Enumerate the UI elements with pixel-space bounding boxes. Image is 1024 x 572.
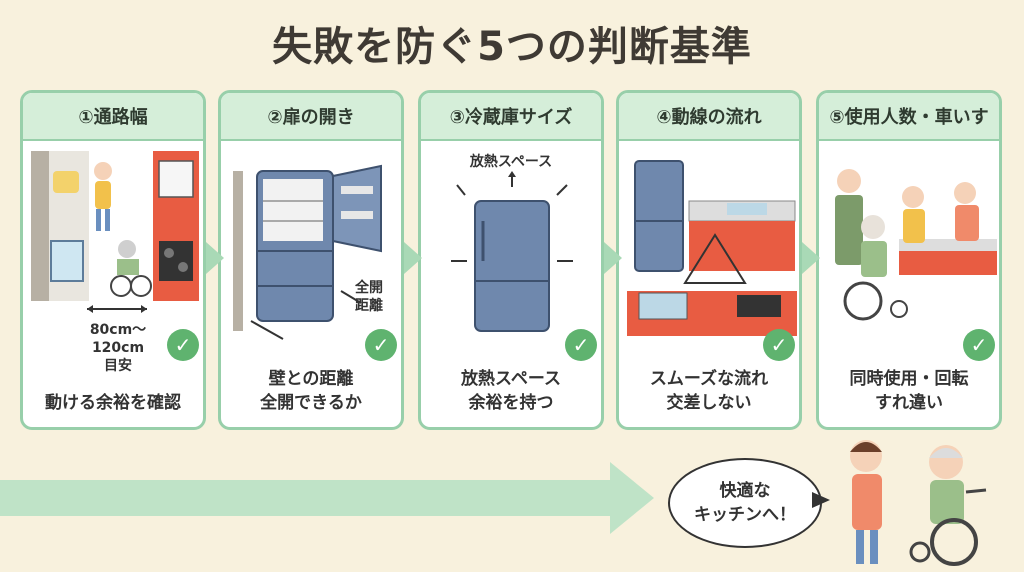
caption-line-2: 全開できるか — [260, 393, 362, 413]
card-door-opening: ②扉の開き 全開 距離 ✓ 壁との距離 全開できるか — [218, 90, 404, 430]
speech-bubble-tail — [812, 492, 830, 508]
connector-arrow-2 — [404, 242, 422, 274]
caption-line-2: 交差しない — [666, 393, 752, 413]
caption-line-1: 壁との距離 — [268, 369, 354, 389]
caregiver-and-wheelchair-user-illustration — [850, 440, 987, 566]
card-heading: ④動線の流れ — [619, 93, 799, 141]
bubble-line-2: キッチンへ！ — [694, 505, 796, 525]
kitchen-flow-illustration — [627, 160, 797, 336]
check-icon: ✓ — [167, 329, 199, 361]
check-icon: ✓ — [963, 329, 995, 361]
width-label-line-3: 目安 — [104, 358, 132, 374]
passage-illustration — [31, 151, 199, 313]
card-fridge-size: ③冷蔵庫サイズ 放熱スペース ✓ 放熱スペース 余裕を持つ — [418, 90, 604, 430]
caption-line-1: 放熱スペース — [461, 369, 561, 389]
family-kitchen-illustration — [835, 169, 997, 321]
card-caption: 壁との距離 全開できるか — [221, 367, 401, 415]
speech-bubble: 快適な キッチンへ！ — [668, 458, 822, 548]
page-title: 失敗を防ぐ5つの判断基準 — [272, 24, 752, 70]
card-heading: ⑤使用人数・車いす — [819, 93, 999, 141]
caption-line-2: すれ違い — [875, 393, 943, 413]
caption-line: 動ける余裕を確認 — [45, 393, 181, 413]
connector-arrow-4 — [802, 242, 820, 274]
card-heading: ①通路幅 — [23, 93, 203, 141]
refrigerator-illustration — [451, 171, 573, 332]
progress-arrow-shaft — [0, 480, 620, 516]
full-open-label: 全開 距離 — [341, 279, 397, 315]
card-caption: 同時使用・回転 すれ違い — [819, 367, 999, 415]
heat-space-label: 放熱スペース — [469, 154, 553, 170]
caption-line-1: スムーズな流れ — [649, 369, 769, 389]
caption-line-2: 余裕を持つ — [468, 393, 554, 413]
card-caption: スムーズな流れ 交差しない — [619, 367, 799, 415]
card-flow-line: ④動線の流れ ✓ スムーズな流れ 交差しない — [616, 90, 802, 430]
bubble-line-1: 快適な — [719, 481, 771, 501]
card-passage-width: ①通路幅 80cm〜 120cm 目安 ✓ 動ける余裕を確認 — [20, 90, 206, 430]
width-label-line-2: 120cm — [91, 340, 145, 356]
check-icon: ✓ — [565, 329, 597, 361]
connector-arrow-3 — [604, 242, 622, 274]
width-label: 80cm〜 120cm 目安 — [73, 321, 163, 375]
card-caption: 放熱スペース 余裕を持つ — [421, 367, 601, 415]
card-users-wheelchair: ⑤使用人数・車いす ✓ 同時使用・回転 すれ違い — [816, 90, 1002, 430]
full-open-label-line-1: 全開 — [355, 280, 383, 296]
refrigerator-door-illustration — [233, 164, 382, 340]
width-label-line-1: 80cm〜 — [89, 322, 147, 338]
check-icon: ✓ — [763, 329, 795, 361]
card-heading: ②扉の開き — [221, 93, 401, 141]
card-caption: 動ける余裕を確認 — [23, 391, 203, 415]
check-icon: ✓ — [365, 329, 397, 361]
full-open-label-line-2: 距離 — [355, 298, 383, 314]
connector-arrow-1 — [206, 242, 224, 274]
caption-line-1: 同時使用・回転 — [849, 369, 969, 389]
card-heading: ③冷蔵庫サイズ — [421, 93, 601, 141]
progress-arrow-head — [610, 462, 654, 534]
